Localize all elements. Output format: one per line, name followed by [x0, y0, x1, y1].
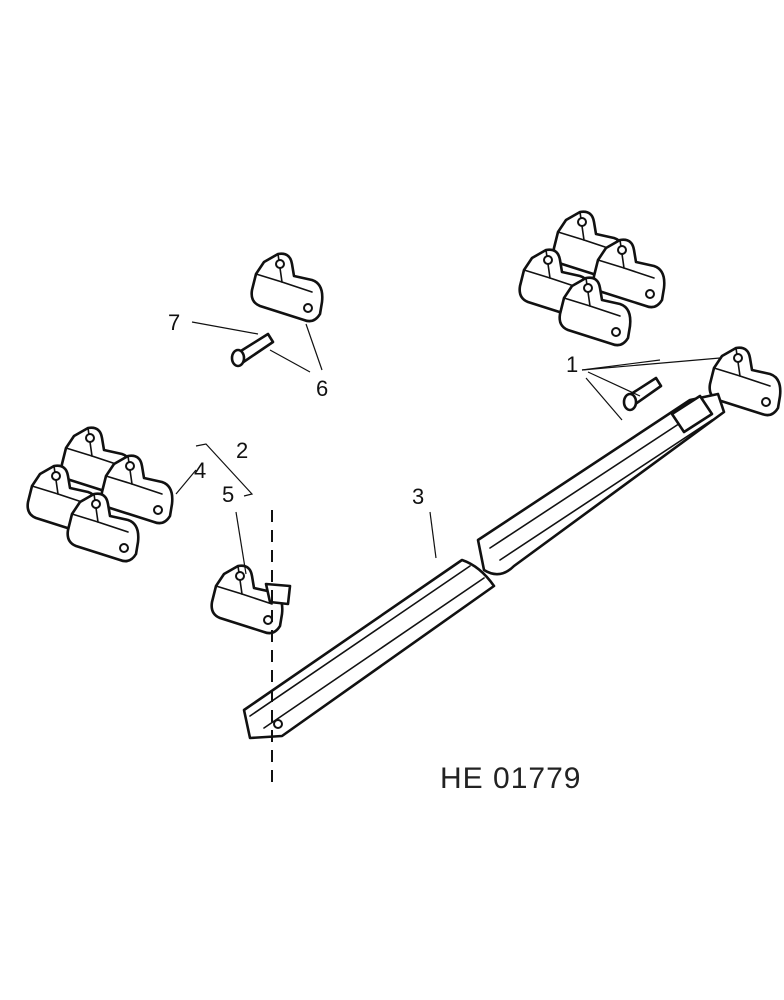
single-clevis-top: [250, 252, 324, 323]
angle-rail-left: [242, 558, 496, 740]
callout-5: 5: [222, 482, 234, 507]
leader-lines: [175, 321, 721, 575]
angle-rail-right: [476, 392, 726, 576]
figure-id: HE 01779: [440, 762, 581, 795]
callout-6: 6: [316, 376, 328, 401]
callout-7: 7: [168, 310, 180, 335]
callout-labels: 1 2 3 4 5 6 7: [168, 310, 578, 509]
callout-4: 4: [194, 458, 206, 483]
callout-1: 1: [566, 352, 578, 377]
callout-2: 2: [236, 438, 248, 463]
attachment-clevis-left: [210, 564, 292, 635]
pin-right: [622, 376, 663, 412]
chain-link-assembly-right: [520, 212, 665, 345]
callout-3: 3: [412, 484, 424, 509]
chain-link-assembly-left: [28, 428, 173, 561]
pin-top: [230, 332, 275, 368]
